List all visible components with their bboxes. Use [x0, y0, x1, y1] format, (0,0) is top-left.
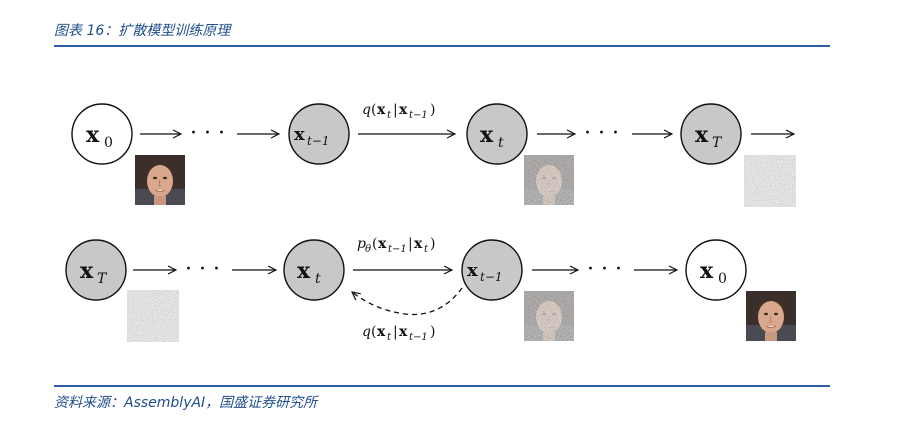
forward-ellipsis-1: · · · — [190, 121, 225, 146]
q-b: x — [399, 102, 408, 118]
forward-ellipsis-2: · · · — [584, 121, 619, 146]
forward-node-xt: x t — [467, 104, 527, 164]
q-open: ( — [371, 102, 376, 118]
forward-node-xT: x T — [681, 104, 741, 164]
reverse-node-xt-circle — [284, 240, 344, 300]
q-a-sub: t — [387, 110, 392, 121]
reverse-node-xt-sub: t — [315, 271, 321, 287]
reverse-node-xt-main: x — [297, 258, 311, 284]
p-close: ) — [430, 236, 435, 252]
p-func-sub: θ — [365, 244, 371, 255]
reverse-node-xT: x T — [66, 240, 126, 300]
forward-node-xt-sub: t — [498, 135, 504, 151]
forward-transition-label: q ( x t | x t−1 ) — [362, 102, 435, 121]
forward-node-xt-1-main: x — [294, 124, 305, 145]
reverse-ellipsis-2: · · · — [587, 257, 622, 282]
forward-node-x0-sub: 0 — [104, 135, 113, 151]
p-open: ( — [372, 236, 377, 252]
forward-node-xt-main: x — [480, 122, 494, 148]
reverse-ellipsis-1: · · · — [185, 257, 220, 282]
q-b-sub: t−1 — [409, 110, 428, 121]
reverse-node-x0-sub: 0 — [718, 271, 727, 287]
reverse-transition-label: p θ ( x t−1 | x t ) — [357, 236, 435, 255]
p-b-sub: t — [424, 244, 429, 255]
forward-node-xt-1: x t−1 — [289, 104, 349, 164]
bottom-rule — [54, 385, 830, 387]
forward-image-pure-noise — [744, 155, 796, 207]
forward-node-xt-1-sub: t−1 — [307, 134, 330, 148]
reverse-node-x0-main: x — [700, 258, 714, 284]
forward-row: x 0 · · · x t−1 q ( x t | x — [72, 102, 796, 207]
dashed-forward-arrow — [352, 288, 462, 314]
reverse-node-xT-main: x — [80, 258, 94, 284]
forward-node-xT-circle — [681, 104, 741, 164]
dq-b: x — [399, 324, 408, 340]
p-a-sub: t−1 — [388, 244, 407, 255]
dq-a: x — [377, 324, 386, 340]
reverse-image-noisy-face — [524, 291, 574, 341]
dashed-transition-label: q ( x t | x t−1 ) — [362, 324, 435, 343]
forward-node-xt-circle — [467, 104, 527, 164]
dq-func: q — [362, 324, 371, 340]
reverse-node-xt-1-sub: t−1 — [480, 270, 503, 284]
p-bar: | — [408, 236, 413, 252]
reverse-node-xT-circle — [66, 240, 126, 300]
dq-a-sub: t — [387, 332, 392, 343]
q-bar: | — [393, 102, 398, 118]
dq-b-sub: t−1 — [409, 332, 428, 343]
figure-source: 资料来源：AssemblyAI，国盛证券研究所 — [54, 392, 317, 412]
forward-node-xT-main: x — [695, 122, 709, 148]
dq-open: ( — [371, 324, 376, 340]
q-close: ) — [430, 102, 435, 118]
dq-bar: | — [393, 324, 398, 340]
reverse-node-x0-circle — [686, 240, 746, 300]
reverse-image-clean-face — [746, 291, 796, 341]
forward-node-x0-main: x — [86, 122, 100, 148]
forward-image-clean-face — [135, 155, 185, 205]
reverse-node-xt: x t — [284, 240, 344, 300]
reverse-node-xt-1-main: x — [467, 260, 478, 281]
forward-node-x0: x 0 — [72, 104, 132, 164]
forward-node-x0-circle — [72, 104, 132, 164]
reverse-node-xt-1: x t−1 — [462, 240, 522, 300]
p-b: x — [414, 236, 423, 252]
dq-close: ) — [430, 324, 435, 340]
forward-image-noisy-face — [524, 155, 574, 205]
reverse-row: x T · · · x t p θ ( x t−1 | — [66, 236, 796, 343]
q-func: q — [362, 102, 371, 118]
reverse-node-x0: x 0 — [686, 240, 746, 300]
p-a: x — [378, 236, 387, 252]
q-a: x — [377, 102, 386, 118]
reverse-image-pure-noise — [127, 290, 179, 342]
